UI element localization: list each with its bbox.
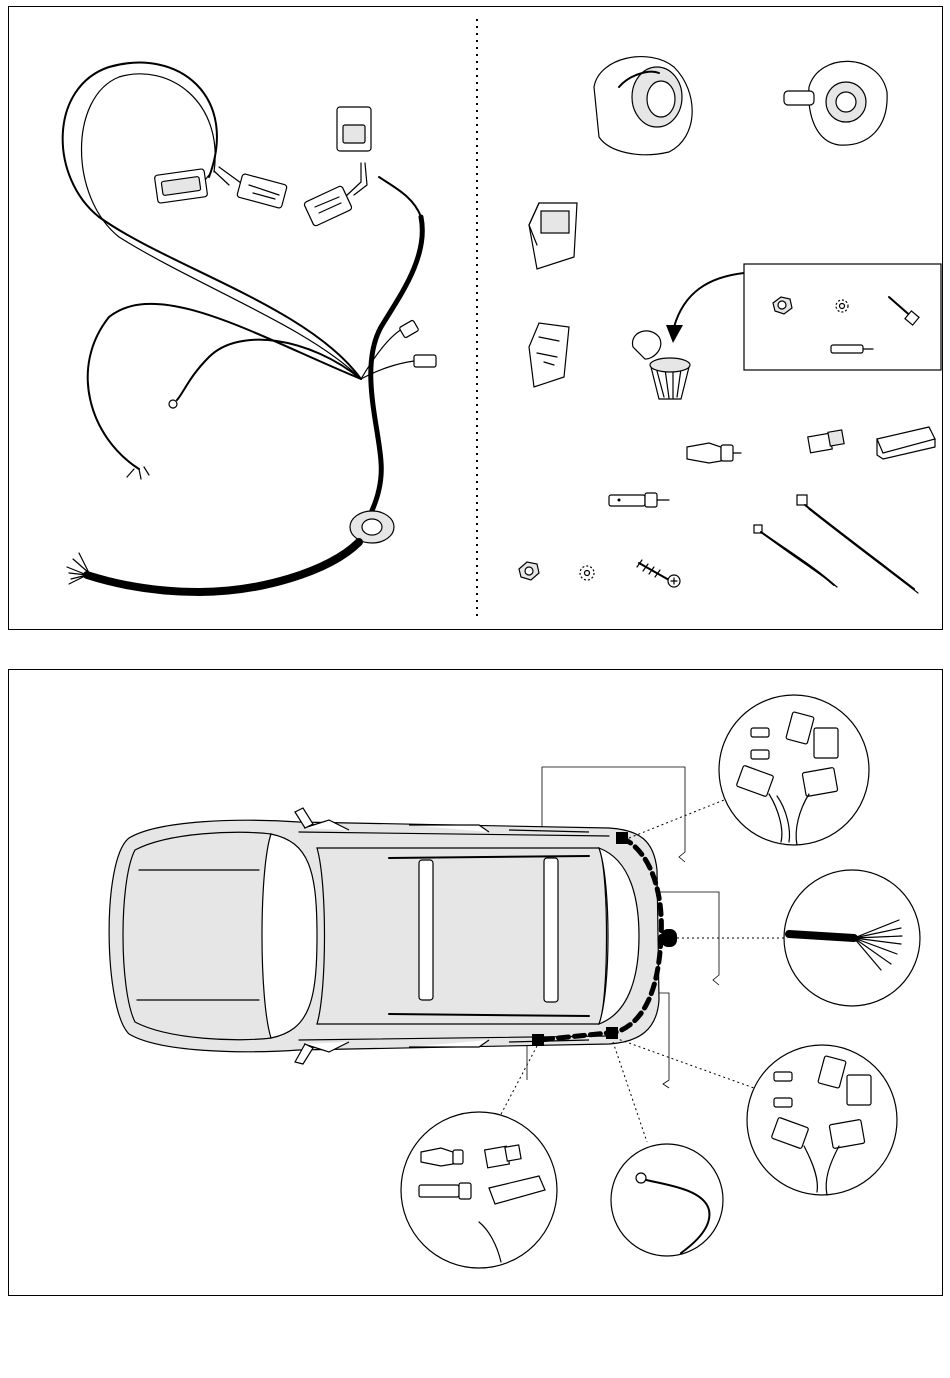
kit-contents-drawing	[9, 7, 942, 629]
nut	[519, 562, 539, 580]
trailer-socket	[784, 61, 887, 145]
relay-bracket	[529, 323, 569, 387]
detail-right-light-connectors	[747, 1045, 897, 1195]
kit-contents-panel	[8, 6, 943, 630]
detail-splice-connectors	[401, 1112, 557, 1268]
lock-washer	[580, 566, 594, 580]
vehicle-routing-drawing	[9, 670, 942, 1295]
vehicle-top-view	[109, 808, 677, 1064]
wiring-harness	[63, 63, 436, 592]
cable-tie-small	[754, 525, 837, 587]
detail-ground-eyelet	[611, 1144, 723, 1256]
vehicle-routing-panel	[8, 669, 943, 1296]
relay-housing	[529, 203, 577, 269]
detail-rear-wire-bundle	[784, 870, 920, 1006]
trailer-socket-cover	[594, 57, 692, 155]
hardware-inset	[744, 264, 941, 370]
spade-connector	[609, 493, 669, 507]
detail-left-light-connectors	[719, 695, 869, 845]
screw	[637, 560, 680, 587]
bullet-connector	[687, 443, 741, 463]
cable-tie-large	[797, 495, 918, 593]
connector-housing	[808, 427, 935, 459]
cable-grommet	[632, 273, 744, 399]
